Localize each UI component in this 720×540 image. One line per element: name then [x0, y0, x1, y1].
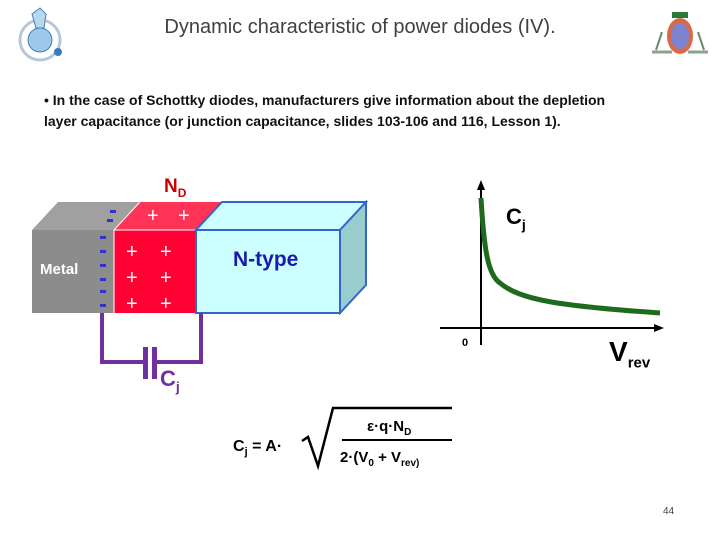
graph-ylabel: Cj	[506, 204, 526, 233]
svg-text:+: +	[160, 267, 172, 289]
svg-text:+: +	[126, 267, 138, 289]
formula-numerator: ε·q·ND	[367, 418, 412, 438]
ntype-block	[195, 229, 341, 314]
page-number: 44	[663, 506, 675, 517]
svg-text:+: +	[126, 293, 138, 315]
metal-label: Metal	[40, 261, 79, 278]
svg-text:+: +	[160, 293, 172, 315]
svg-text:+: +	[147, 205, 159, 227]
svg-text:+: +	[160, 241, 172, 263]
bullet-text: • In the case of Schottky diodes, manufa…	[44, 92, 606, 129]
nd-label: ND	[164, 176, 187, 200]
metal-block	[32, 230, 114, 313]
slide-title: Dynamic characteristic of power diodes (…	[164, 16, 556, 38]
cj-capacitor-label: Cj	[160, 366, 180, 395]
graph-xlabel: Vrev	[609, 336, 651, 372]
formula-lhs: Cj = A·	[233, 438, 283, 459]
cj-vs-vrev-graph	[440, 180, 664, 345]
right-logo-icon	[652, 12, 708, 54]
ntype-label: N-type	[233, 248, 299, 271]
depletion-region	[114, 230, 196, 313]
formula-denominator: 2·(V0 + Vrev)	[340, 449, 420, 469]
left-logo-icon	[18, 7, 62, 62]
svg-text:+: +	[126, 241, 138, 263]
graph-origin: 0	[462, 337, 469, 349]
svg-text:+: +	[178, 205, 190, 227]
